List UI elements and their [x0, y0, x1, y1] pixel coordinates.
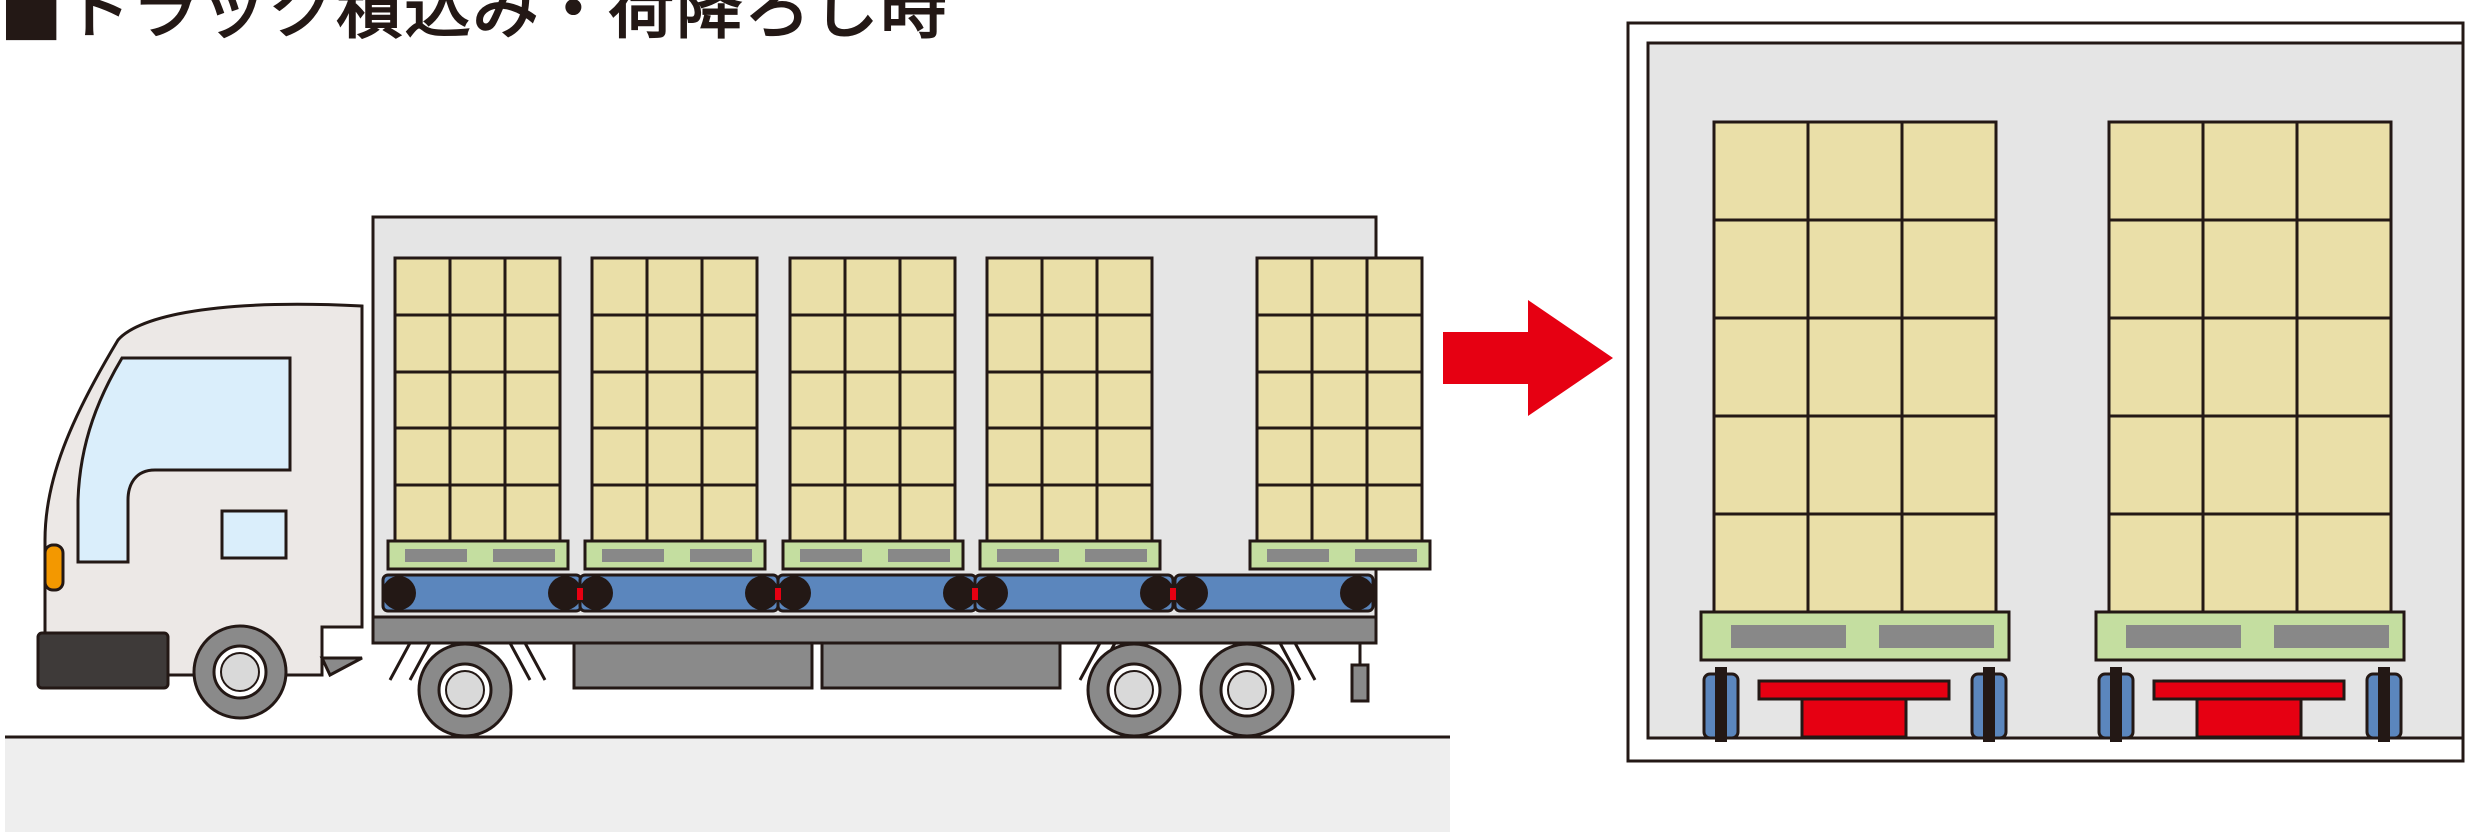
cab-side-window	[220, 509, 288, 560]
rear-wheel-3	[1199, 642, 1295, 738]
rear-wheel-1	[417, 642, 513, 738]
cab-window	[76, 356, 292, 564]
dolly-5	[1172, 573, 1376, 613]
page-title: ■トラック積込み・荷降ろし時	[0, 0, 949, 48]
ground	[5, 737, 1450, 832]
front-wheel	[192, 624, 288, 720]
section-cargo-stack-2	[2094, 120, 2406, 744]
side-lamp	[43, 543, 65, 592]
truck-icon	[36, 215, 1432, 738]
fuel-tank-1	[572, 641, 814, 690]
cab-step	[319, 656, 363, 678]
cargo-stack-1	[386, 256, 570, 571]
arrow-right-icon	[1443, 300, 1613, 416]
chassis	[371, 615, 1378, 645]
fuel-tank-2	[820, 641, 1062, 690]
cargo-stack-3	[781, 256, 965, 571]
front-bumper	[36, 631, 170, 690]
rear-post	[1350, 663, 1370, 703]
cargo-stack-5	[1248, 256, 1432, 571]
dolly-3	[775, 573, 979, 613]
rear-wheel-2	[1086, 642, 1182, 738]
dolly-4	[972, 573, 1176, 613]
cargo-stack-4	[978, 256, 1162, 571]
cargo-stack-2	[583, 256, 767, 571]
section-cargo-stack-1	[1699, 120, 2011, 744]
dolly-1	[380, 573, 584, 613]
dolly-2	[577, 573, 781, 613]
container-cross-section-icon	[1626, 21, 2465, 763]
